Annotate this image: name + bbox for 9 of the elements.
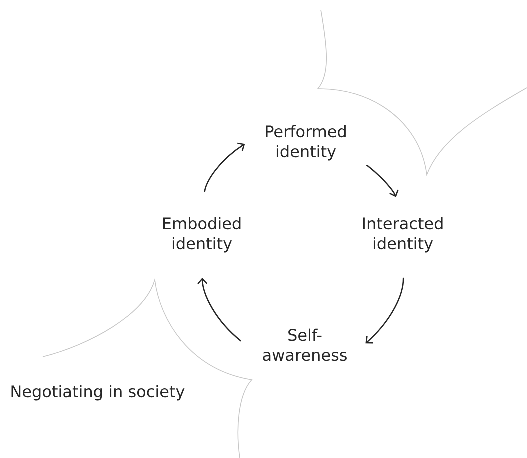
cycle-arrow [366, 164, 399, 198]
stage-label: Self-awareness [263, 328, 347, 362]
stage-label: Interacted identity [363, 217, 443, 253]
region-label: Negotiating in society [12, 385, 185, 401]
stage-label: Performed identity [266, 125, 346, 161]
cycle-arrow [204, 142, 246, 192]
stage-label: Embodied identity [163, 217, 241, 253]
cycle-arrow [198, 278, 242, 342]
cycle-arrow [366, 278, 404, 344]
